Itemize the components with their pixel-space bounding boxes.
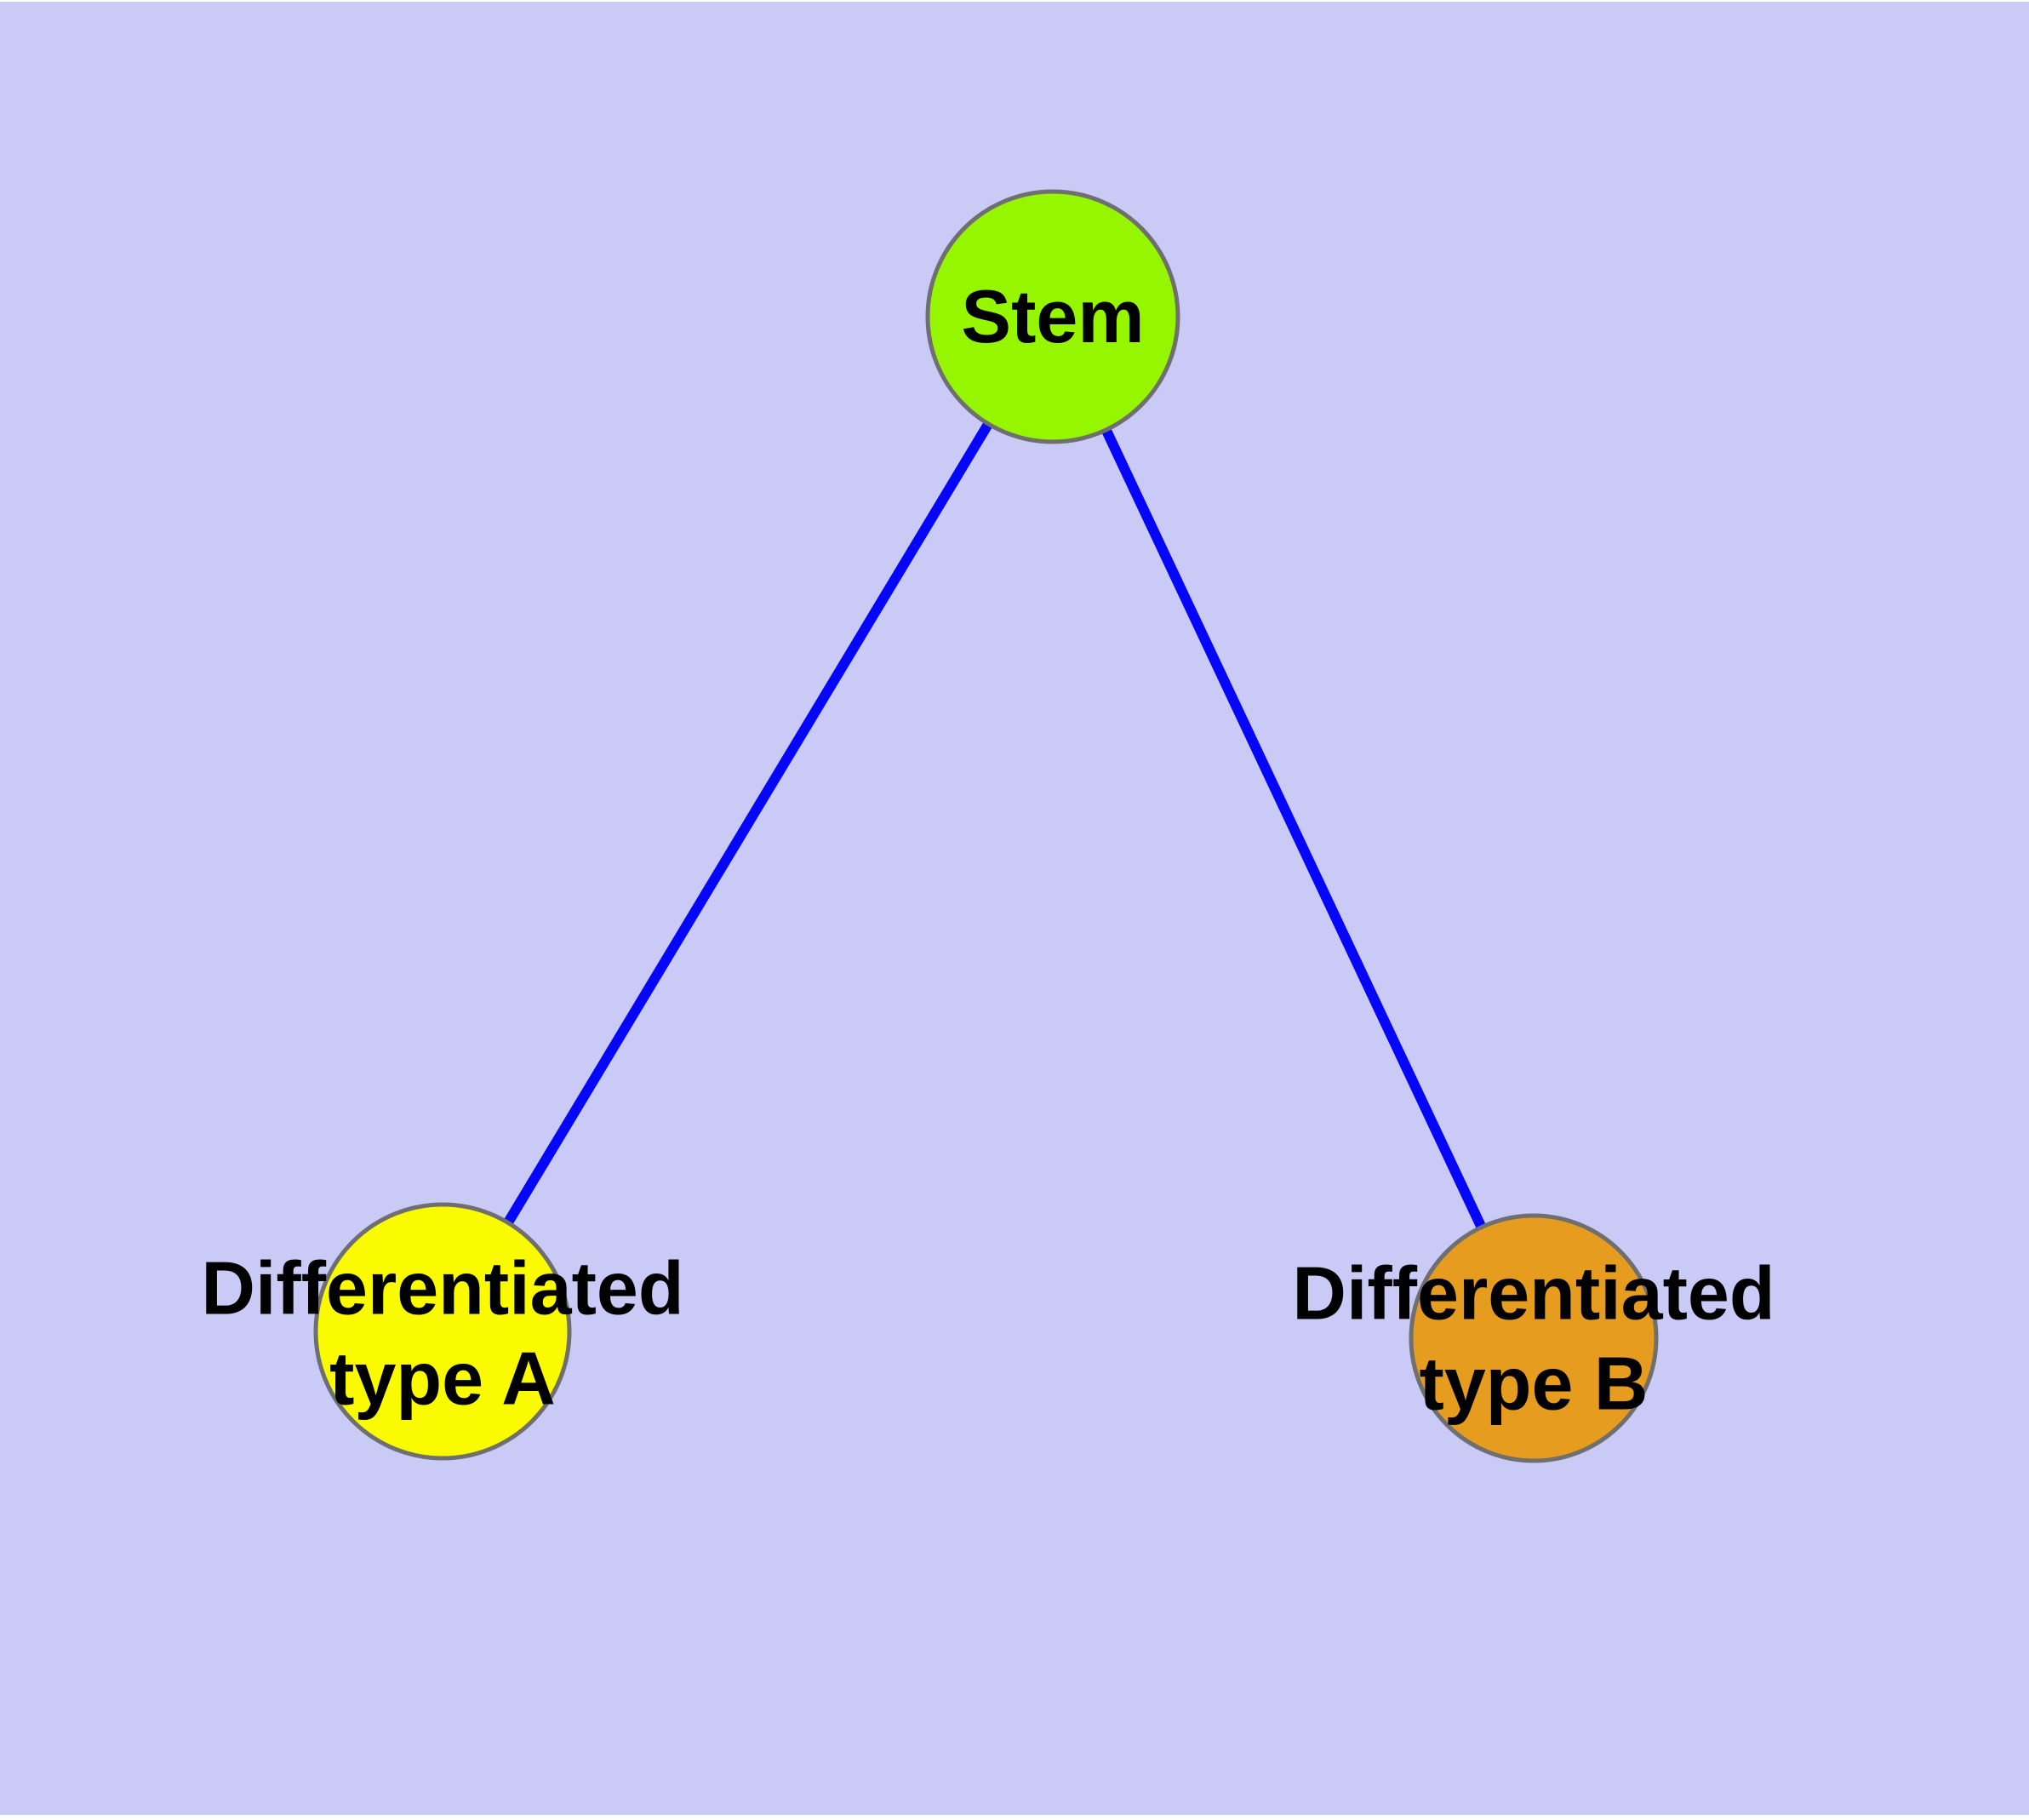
node-type-a	[313, 1202, 572, 1461]
node-label-stem-line1: Stem	[961, 274, 1145, 359]
edge-stem-to-type-a	[437, 313, 1058, 1335]
node-label-stem: Stem	[961, 272, 1144, 362]
node-label-type-a: Differentiated type A	[201, 1243, 683, 1422]
node-label-type-b: Differentiated type B	[1292, 1248, 1775, 1428]
node-type-b	[1409, 1213, 1659, 1463]
edge-stem-to-type-b	[1048, 314, 1539, 1341]
node-label-type-a-line1: Differentiated	[201, 1245, 684, 1331]
node-label-type-b-line1: Differentiated	[1292, 1251, 1775, 1336]
node-stem	[925, 189, 1180, 444]
node-label-type-a-line2: type A	[329, 1336, 556, 1420]
node-label-type-b-line2: type B	[1419, 1341, 1649, 1425]
